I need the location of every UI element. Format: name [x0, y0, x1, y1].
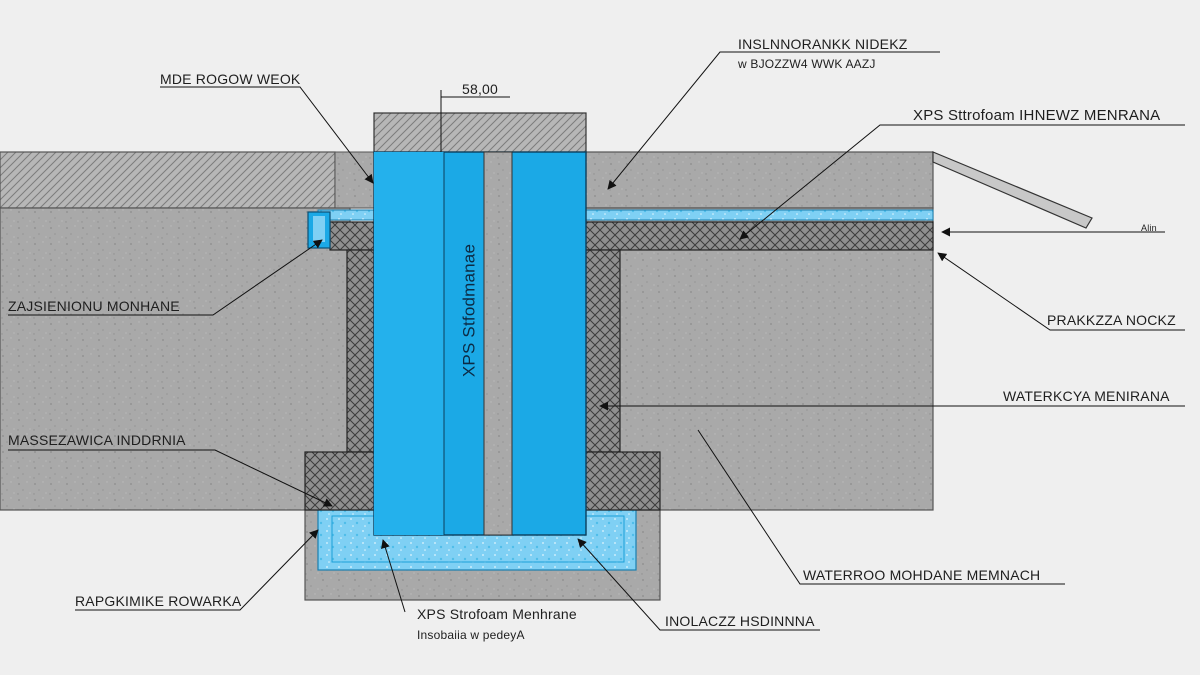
sloped-flashing: [932, 151, 1093, 229]
label-bottom-center-right: INOLACZZ HSDINNNA: [665, 613, 815, 629]
label-xps-right: XPS Sttrofoam IHNEWZ MENRANA: [913, 107, 1161, 124]
label-bottom-center-sub: Insobaiia w pedeyA: [417, 628, 525, 642]
label-top-right-sub: w BJOZZW4 WWK AAZJ: [738, 57, 876, 71]
leader-left-low: [8, 449, 333, 507]
dimension-label: 58,00: [462, 81, 499, 97]
ground-surface-left: [0, 151, 336, 209]
core-strip: [483, 151, 513, 536]
top-cap: [373, 112, 587, 154]
label-bottom-left: RAPGKIMIKE ROWARKA: [75, 593, 242, 609]
label-bottom-right: WATERROO MOHDANE MEMNACH: [803, 567, 1041, 583]
ground-surface-right: [584, 151, 934, 209]
leader-left-mid: [8, 239, 323, 316]
label-left-low: MASSEZAWICA INDDRNIA: [8, 432, 186, 448]
membrane-side-left: [346, 249, 375, 453]
label-top-right-title: INSLNNORANKK NIDEKZ: [738, 36, 908, 52]
leader-top-right: [607, 51, 940, 190]
footing-band-left: [304, 451, 376, 511]
label-top-left: MDE ROGOW WEOK: [160, 71, 301, 87]
membrane-side-right: [584, 249, 621, 453]
leader-bottom-right: [697, 429, 1065, 585]
leader-xps-right: [739, 124, 1185, 240]
leader-bottom-left: [75, 529, 319, 611]
insulation-band-left: [329, 221, 375, 251]
label-right-low: WATERKCYA MENIRANA: [1003, 388, 1170, 404]
insulation-band-right: [584, 221, 934, 251]
concrete-left: [0, 207, 351, 511]
label-side-note: Alin: [1141, 223, 1157, 233]
leader-right-mid: [937, 252, 1185, 331]
label-right-mid: PRAKKZZA NOCKZ: [1047, 312, 1176, 328]
label-xps-vertical: XPS Stfodmanae: [459, 243, 479, 378]
label-left-mid: ZAJSIENIONU MONHANE: [8, 298, 180, 314]
label-bottom-center-title: XPS Strofoam Menhrane: [417, 606, 577, 622]
leader-top-left: [160, 86, 374, 184]
leader-bottom-center: [381, 539, 406, 613]
leader-bottom-center-right: [577, 538, 820, 631]
footing-band-right: [584, 451, 661, 511]
